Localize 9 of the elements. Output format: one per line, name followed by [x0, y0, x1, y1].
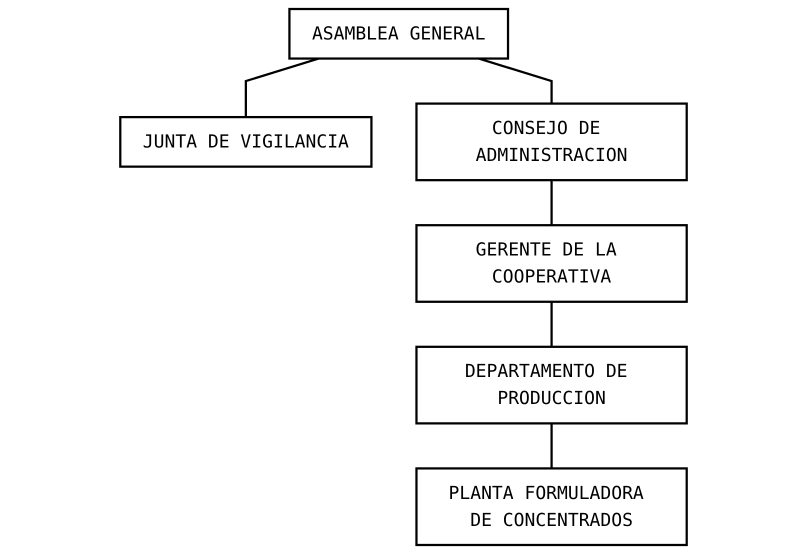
- connector: [550, 180, 553, 226]
- node-box: CONSEJO DE ADMINISTRACION: [415, 102, 688, 182]
- connector: [550, 302, 553, 347]
- connector: [550, 423, 553, 468]
- node-box: GERENTE DE LA COOPERATIVA: [415, 224, 688, 303]
- node-box: ASAMBLEA GENERAL: [288, 8, 510, 60]
- node-box: PLANTA FORMULADORA DE CONCENTRADOS: [415, 467, 688, 546]
- node-box: DEPARTAMENTO DE PRODUCCION: [415, 346, 688, 424]
- node-box: JUNTA DE VIGILANCIA: [119, 116, 373, 168]
